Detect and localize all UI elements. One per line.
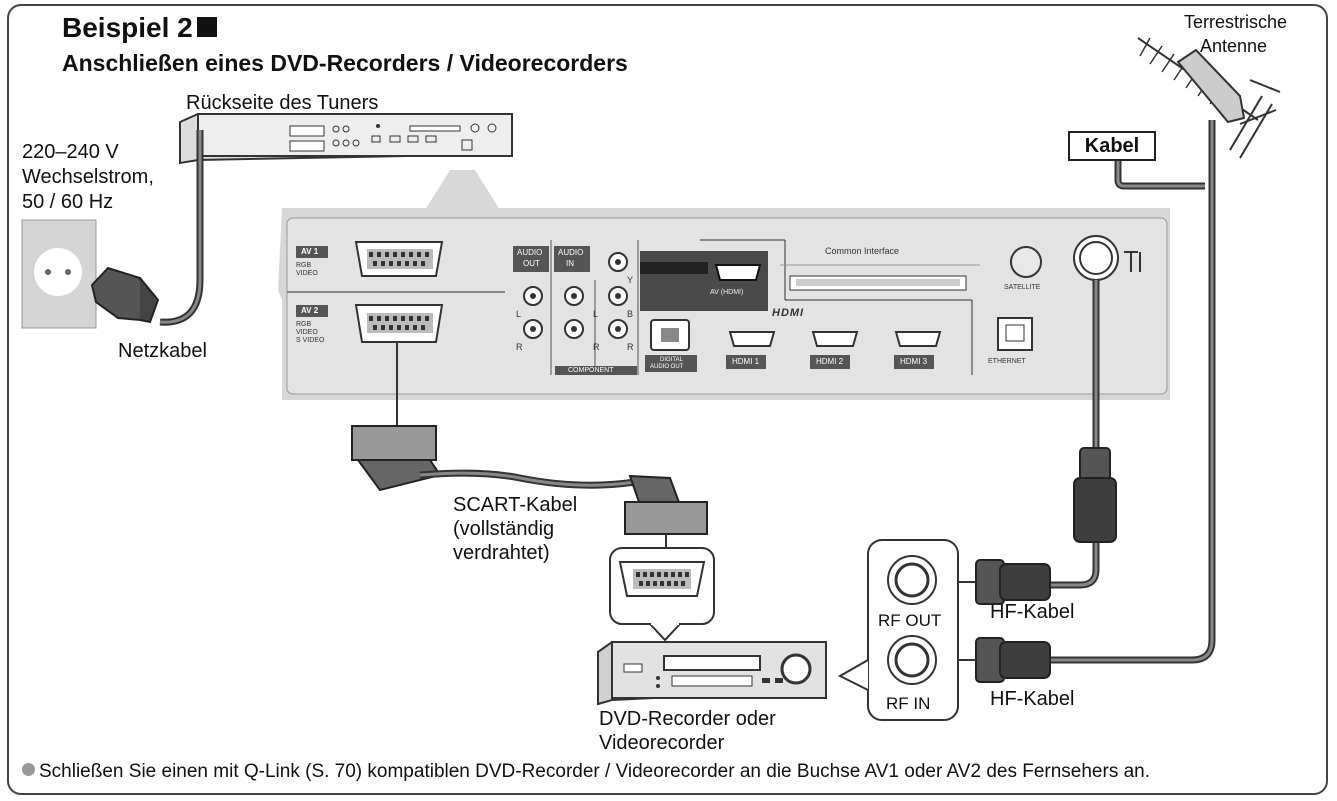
hdmi-port-3-label: HDMI 3: [900, 357, 928, 366]
wall-socket: [21, 219, 97, 329]
rf-in-label: RF IN: [886, 694, 931, 713]
hf-cable-label-1: HF-Kabel: [990, 601, 1075, 623]
component-label: COMPONENT: [568, 367, 614, 374]
diagram-frame: [7, 4, 1328, 795]
common-interface-label: Common Interface: [825, 246, 900, 256]
power-spec-line-1: 220–240 V: [22, 141, 119, 163]
scart-label-line-1: SCART-Kabel: [453, 494, 578, 516]
av2-sub-video: VIDEO: [296, 329, 318, 336]
rf-jack-panel: [837, 539, 959, 721]
recorder-label-line-1: DVD-Recorder oder: [599, 708, 776, 730]
diagram-title: Beispiel 2: [62, 12, 217, 44]
rf-out-label: RF OUT: [878, 611, 942, 630]
tuner-box: [179, 113, 513, 165]
av-hdmi-label: AV (HDMI): [710, 289, 744, 296]
power-spec-line-3: 50 / 60 Hz: [22, 191, 114, 213]
ethernet-label: ETHERNET: [988, 358, 1026, 365]
hf-cable-label-2: HF-Kabel: [990, 688, 1075, 710]
jack-label-l-out: L: [516, 309, 522, 319]
jack-label-r-in: R: [593, 342, 600, 352]
recorder-scart-callout: [609, 547, 715, 642]
av2-sub-rgb: RGB: [296, 321, 312, 328]
footnote: Schließen Sie einen mit Q-Link (S. 70) k…: [22, 761, 1150, 783]
jack-label-y: Y: [627, 275, 634, 285]
antenna-label-line-1: Terrestrische: [1184, 12, 1288, 32]
jack-label-b: B: [627, 309, 634, 319]
cable-label: Kabel: [1068, 131, 1156, 161]
audio-in-label-2: IN: [566, 259, 574, 268]
antenna-label-line-2: Antenne: [1200, 36, 1268, 56]
digital-audio-out-label-2: AUDIO OUT: [650, 364, 684, 370]
scart-label-line-2: (vollständig: [453, 518, 555, 540]
tuner-label: Rückseite des Tuners: [186, 92, 379, 114]
dvd-recorder: [597, 641, 827, 706]
scart-cable: [351, 342, 708, 560]
recorder-label-line-2: Videorecorder: [599, 732, 725, 754]
power-spec-line-2: Wechselstrom,: [22, 166, 154, 188]
power-cable-label: Netzkabel: [118, 340, 207, 362]
jack-label-r-out: R: [516, 342, 523, 352]
satellite-label: SATELLITE: [1004, 284, 1041, 291]
audio-out-label-2: OUT: [523, 259, 540, 268]
hdmi-logo: HDMI: [772, 307, 805, 319]
audio-out-label-1: AUDIO: [517, 248, 543, 257]
jack-label-l-in: L: [593, 309, 599, 319]
digital-audio-out-label-1: DIGITAL: [660, 357, 683, 363]
diagram-subtitle: Anschließen eines DVD-Recorders / Videor…: [62, 50, 628, 76]
av1-sub-rgb: RGB: [296, 262, 312, 269]
audio-in-label-1: AUDIO: [558, 248, 584, 257]
av1-sub-video: VIDEO: [296, 270, 318, 277]
scart-label-line-3: verdrahtet): [453, 542, 550, 564]
rear-panel: [278, 208, 1170, 400]
bullet-icon: [22, 763, 35, 777]
terrestrial-antenna: [1137, 37, 1281, 159]
av1-badge: AV 1: [301, 247, 319, 256]
av2-sub-svideo: S VIDEO: [296, 337, 325, 344]
power-plug: [90, 266, 160, 324]
hdmi-port-1-label: HDMI 1: [732, 357, 760, 366]
jack-label-r-comp: R: [627, 342, 634, 352]
footnote-text: Schließen Sie einen mit Q-Link (S. 70) k…: [39, 761, 1151, 782]
hdmi-port-2-label: HDMI 2: [816, 357, 844, 366]
av2-badge: AV 2: [301, 306, 319, 315]
